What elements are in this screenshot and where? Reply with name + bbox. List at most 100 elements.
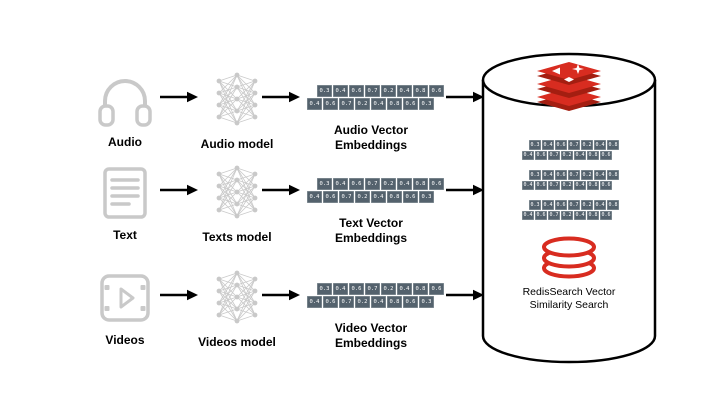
arrow-icon bbox=[446, 289, 484, 301]
embedding-cell: 0.2 bbox=[581, 170, 593, 180]
embedding-cell: 0.6 bbox=[535, 210, 547, 220]
embedding-cell: 0.4 bbox=[371, 191, 386, 203]
embedding-label-video: Video Vector Embeddings bbox=[334, 321, 408, 350]
embedding-cell: 0.2 bbox=[561, 150, 573, 160]
embedding-cell: 0.4 bbox=[574, 180, 586, 190]
embedding-cell: 0.6 bbox=[403, 191, 418, 203]
embedding-cell: 0.7 bbox=[365, 178, 380, 190]
embedding-cell: 0.6 bbox=[555, 170, 567, 180]
video-icon bbox=[100, 274, 150, 327]
arrow-icon bbox=[160, 184, 198, 196]
embedding-cell: 0.7 bbox=[365, 283, 380, 295]
embedding-cell: 0.2 bbox=[381, 178, 396, 190]
embedding-cell: 0.6 bbox=[600, 210, 612, 220]
embedding-cell: 0.4 bbox=[542, 170, 554, 180]
embedding-cell: 0.3 bbox=[419, 191, 434, 203]
embedding-cell: 0.6 bbox=[349, 178, 364, 190]
arrow-icon bbox=[446, 91, 484, 103]
embedding-cell: 0.8 bbox=[587, 180, 599, 190]
embedding-cell: 0.7 bbox=[568, 140, 580, 150]
embedding-cell: 0.6 bbox=[323, 296, 338, 308]
embedding-cell: 0.3 bbox=[529, 170, 541, 180]
embedding-cell: 0.4 bbox=[397, 283, 412, 295]
embedding-cell: 0.4 bbox=[522, 210, 534, 220]
database-caption: RedisSearch Vector Similarity Search bbox=[522, 286, 616, 311]
redisearch-rings-icon bbox=[537, 234, 601, 287]
embedding-cell: 0.6 bbox=[403, 98, 418, 110]
embedding-cell: 0.6 bbox=[535, 180, 547, 190]
embedding-cell: 0.4 bbox=[542, 200, 554, 210]
neural-network-icon bbox=[213, 267, 261, 332]
arrow-icon bbox=[262, 184, 300, 196]
arrow-icon bbox=[446, 184, 484, 196]
embedding-cell: 0.4 bbox=[307, 98, 322, 110]
embedding-cell: 0.4 bbox=[307, 191, 322, 203]
embedding-cell: 0.2 bbox=[561, 180, 573, 190]
embedding-cell: 0.2 bbox=[381, 85, 396, 97]
embedding-cell: 0.6 bbox=[323, 191, 338, 203]
arrow-icon bbox=[160, 91, 198, 103]
embedding-cell: 0.3 bbox=[419, 296, 434, 308]
embedding-cell: 0.8 bbox=[587, 150, 599, 160]
redis-logo-icon bbox=[532, 60, 606, 119]
embedding-cell: 0.3 bbox=[317, 85, 332, 97]
embedding-cell: 0.6 bbox=[429, 178, 444, 190]
embedding-cell: 0.6 bbox=[349, 85, 364, 97]
embedding-cell: 0.6 bbox=[600, 180, 612, 190]
embedding-cell: 0.7 bbox=[548, 180, 560, 190]
embedding-cell: 0.6 bbox=[403, 296, 418, 308]
embedding-cell: 0.4 bbox=[333, 85, 348, 97]
embedding-cell: 0.6 bbox=[600, 150, 612, 160]
embedding-cell: 0.6 bbox=[429, 283, 444, 295]
embedding-cell: 0.2 bbox=[381, 283, 396, 295]
embedding-cell: 0.4 bbox=[522, 150, 534, 160]
embedding-cell: 0.6 bbox=[555, 140, 567, 150]
embedding-cell: 0.8 bbox=[587, 210, 599, 220]
embedding-cell: 0.4 bbox=[307, 296, 322, 308]
embedding-label-text: Text Vector Embeddings bbox=[334, 216, 407, 245]
embedding-cell: 0.8 bbox=[387, 191, 402, 203]
source-label-text: Text bbox=[113, 228, 137, 242]
embedding-cell: 0.7 bbox=[568, 170, 580, 180]
embedding-cell: 0.8 bbox=[413, 85, 428, 97]
embedding-cell: 0.8 bbox=[607, 140, 619, 150]
embedding-cell: 0.4 bbox=[574, 150, 586, 160]
arrow-icon bbox=[160, 289, 198, 301]
embedding-cell: 0.3 bbox=[529, 140, 541, 150]
embedding-cell: 0.7 bbox=[339, 98, 354, 110]
model-label-videos: Videos model bbox=[198, 335, 276, 349]
embedding-cell: 0.7 bbox=[568, 200, 580, 210]
embedding-cell: 0.3 bbox=[317, 283, 332, 295]
model-label-audio: Audio model bbox=[200, 137, 274, 151]
source-label-videos: Videos bbox=[105, 333, 145, 347]
model-label-text: Texts model bbox=[202, 230, 272, 244]
embedding-cell: 0.4 bbox=[542, 140, 554, 150]
embedding-cell: 0.4 bbox=[522, 180, 534, 190]
embedding-cell: 0.7 bbox=[365, 85, 380, 97]
embedding-cell: 0.7 bbox=[548, 150, 560, 160]
embedding-cell: 0.7 bbox=[339, 296, 354, 308]
embedding-cell: 0.6 bbox=[555, 200, 567, 210]
embedding-cell: 0.2 bbox=[355, 296, 370, 308]
embedding-cell: 0.2 bbox=[581, 140, 593, 150]
embedding-cell: 0.6 bbox=[323, 98, 338, 110]
arrow-icon bbox=[262, 91, 300, 103]
embedding-cell: 0.6 bbox=[349, 283, 364, 295]
